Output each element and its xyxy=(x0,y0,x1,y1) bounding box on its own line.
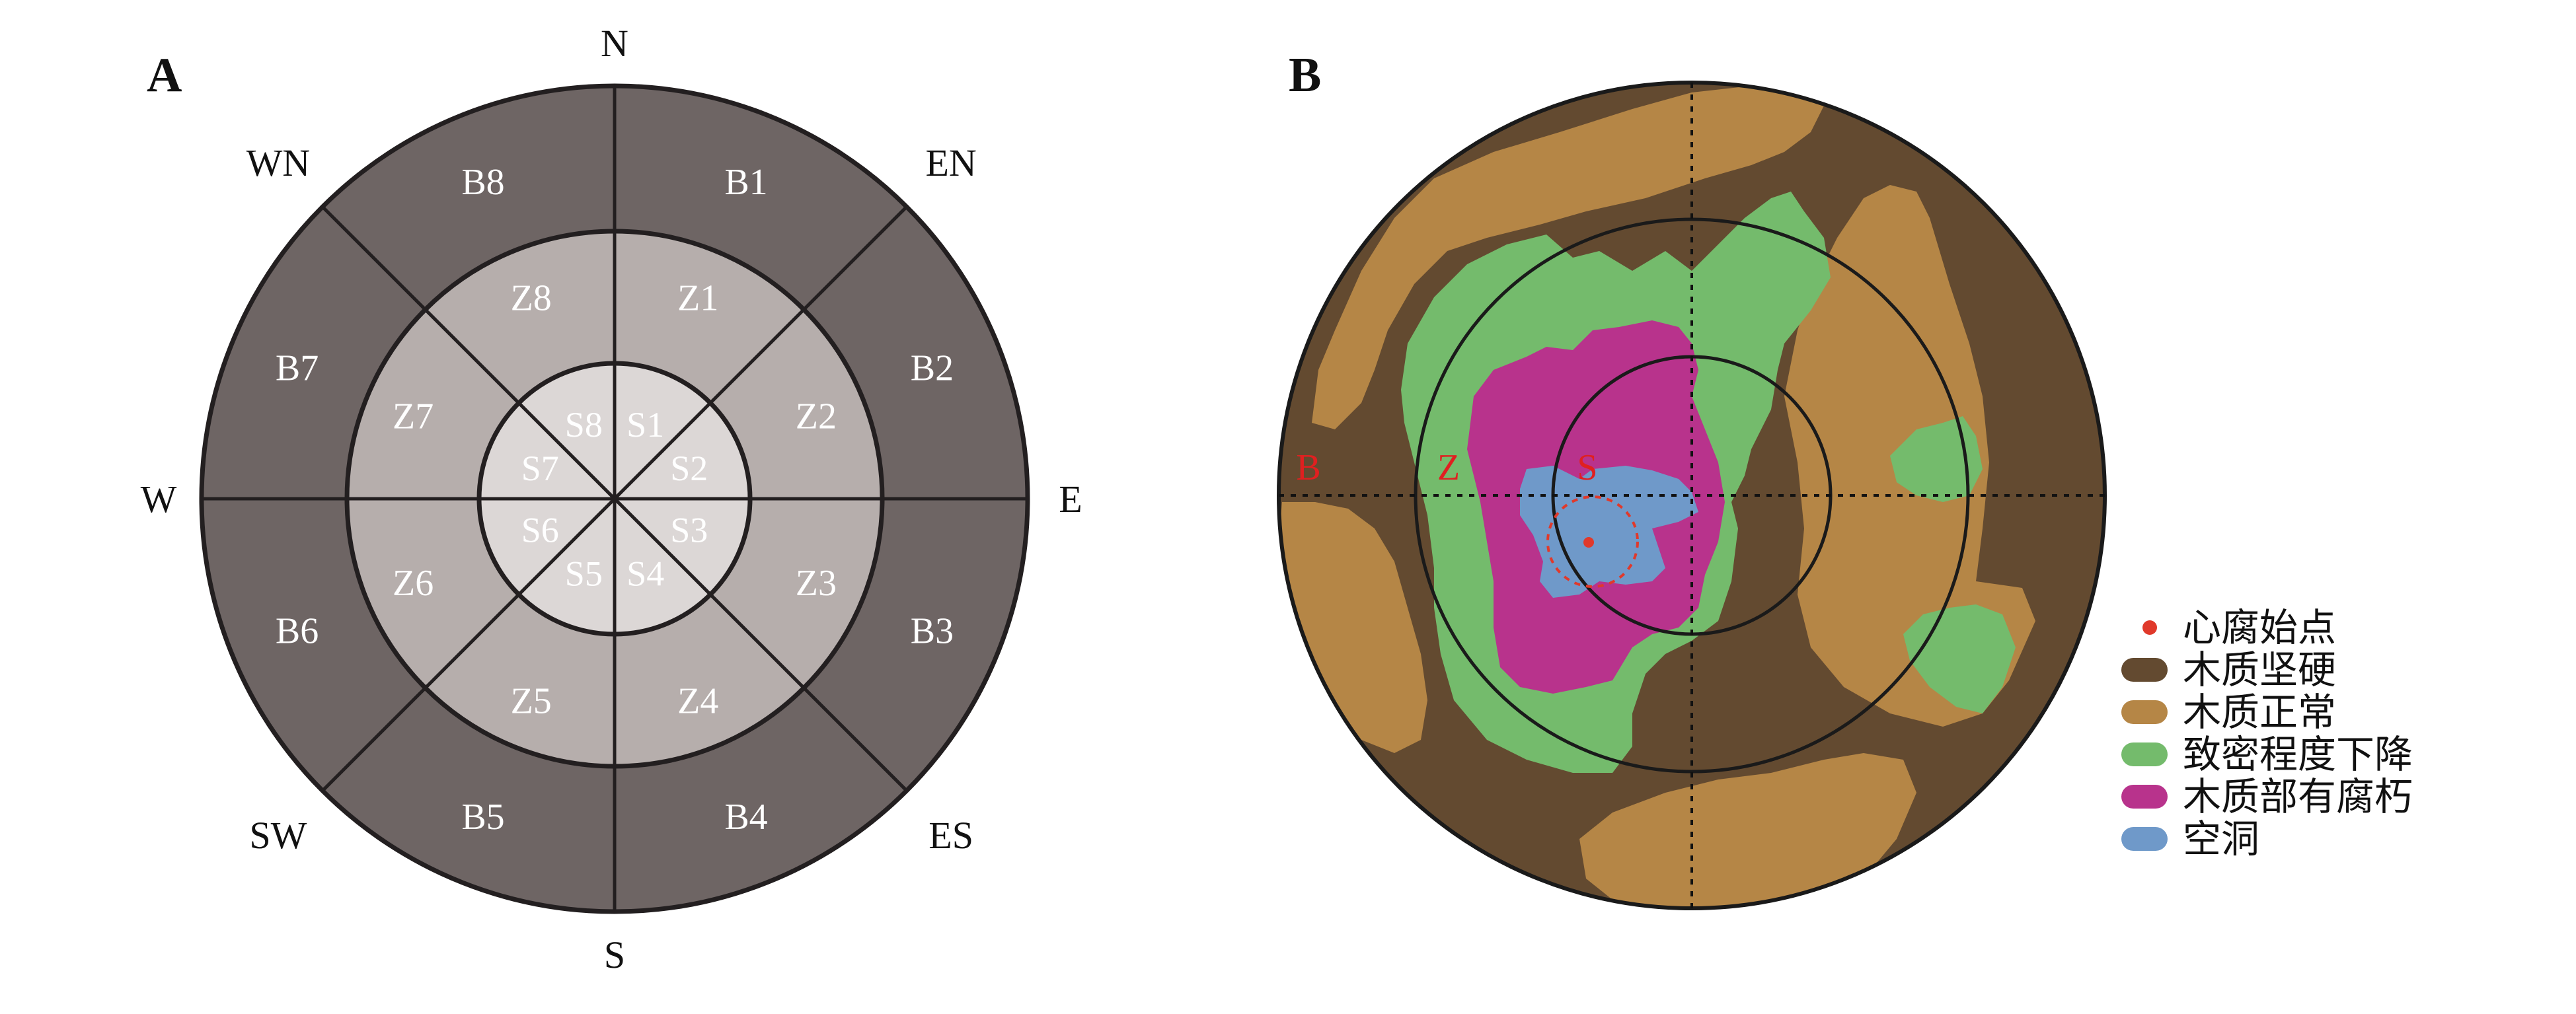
direction-e: E xyxy=(1059,478,1082,521)
direction-sw: SW xyxy=(249,814,307,857)
sector-label-z4: Z4 xyxy=(677,680,718,721)
legend-label-cavity: 空洞 xyxy=(2183,816,2259,861)
panel-a-direction-labels: N EN E ES S SW W WN xyxy=(141,22,1082,976)
panel-b-letter: B xyxy=(1289,48,1321,102)
decay-origin-dotted-circle xyxy=(1546,495,1639,588)
region-cavity xyxy=(1520,466,1698,598)
sector-label-z2: Z2 xyxy=(796,396,837,437)
direction-n: N xyxy=(601,22,628,65)
sector-label-z5: Z5 xyxy=(511,680,552,721)
region-normal-wood-bottom xyxy=(1579,753,1916,908)
region-normal-wood-left xyxy=(1279,502,1427,753)
direction-en: EN xyxy=(925,141,976,184)
legend-swatch-cavity xyxy=(2121,827,2168,851)
legend-swatch-origin xyxy=(2142,620,2157,635)
sector-label-z8: Z8 xyxy=(511,278,552,319)
direction-s: S xyxy=(604,933,625,976)
ring-label-middle: Z xyxy=(1437,447,1460,488)
sector-label-z7: Z7 xyxy=(393,396,434,437)
direction-es: ES xyxy=(928,814,973,857)
sector-label-z1: Z1 xyxy=(677,278,718,319)
sector-label-z6: Z6 xyxy=(393,563,434,604)
decay-map-regions xyxy=(1279,83,2105,908)
sector-label-b2: B2 xyxy=(911,348,954,389)
panel-a-letter: A xyxy=(147,48,182,102)
panel-b-ring-2 xyxy=(1414,217,1970,774)
ring-boundary-2 xyxy=(344,229,885,769)
legend-label-origin: 心腐始点 xyxy=(2183,605,2336,650)
direction-w: W xyxy=(141,478,177,521)
sector-label-s8: S8 xyxy=(565,405,603,445)
decay-origin-point xyxy=(1583,537,1594,548)
sector-label-s6: S6 xyxy=(521,511,559,550)
region-normal-wood-upper xyxy=(1312,86,1824,429)
legend-swatch-hard xyxy=(2121,658,2168,682)
sector-label-s7: S7 xyxy=(521,449,559,488)
legend-swatch-decay xyxy=(2121,785,2168,809)
sector-label-s2: S2 xyxy=(670,449,708,488)
ring-label-inner: S xyxy=(1577,447,1597,488)
legend-label-normal: 木质正常 xyxy=(2183,690,2336,735)
sector-label-s4: S4 xyxy=(626,554,664,594)
panel-a-sectors xyxy=(200,84,1030,914)
ring-boundary-1 xyxy=(476,361,753,637)
sector-label-b5: B5 xyxy=(461,797,504,838)
ring-label-outer: B xyxy=(1296,447,1320,488)
legend-label-hard: 木质坚硬 xyxy=(2183,647,2336,692)
legend-swatch-density-drop xyxy=(2121,742,2168,766)
panel-b-decay-map: B B Z S xyxy=(1277,48,2413,910)
sector-label-b3: B3 xyxy=(911,611,954,652)
sector-label-z3: Z3 xyxy=(796,563,837,604)
sector-label-b1: B1 xyxy=(724,162,767,203)
legend-swatch-normal xyxy=(2121,700,2168,724)
sector-label-s1: S1 xyxy=(626,405,664,445)
sector-label-b7: B7 xyxy=(276,348,319,389)
sector-label-b4: B4 xyxy=(724,797,767,838)
sector-label-s3: S3 xyxy=(670,511,708,550)
legend-label-decay: 木质部有腐朽 xyxy=(2183,774,2413,819)
sector-label-b8: B8 xyxy=(461,162,504,203)
ring-boundary-3 xyxy=(199,83,1030,914)
region-density-drop-right-upper xyxy=(1890,416,1983,502)
direction-wn: WN xyxy=(246,141,311,184)
legend-label-density-drop: 致密程度下降 xyxy=(2183,732,2413,777)
panel-a-rings xyxy=(199,83,1030,914)
sector-label-b6: B6 xyxy=(276,611,319,652)
sector-label-s5: S5 xyxy=(565,554,603,594)
